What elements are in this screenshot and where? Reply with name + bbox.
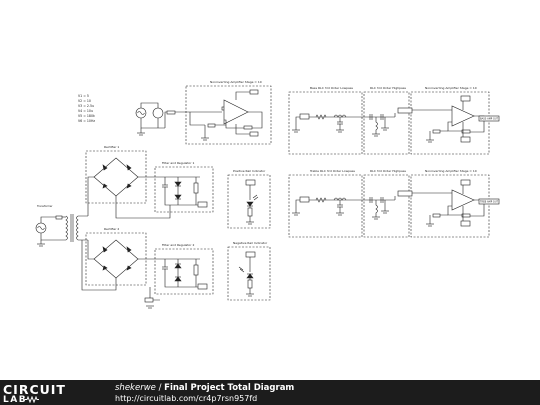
neg-rail-block <box>227 246 271 301</box>
bass-highpass-block <box>363 91 410 155</box>
project-credit: shekerwe / Final Project Total Diagram <box>115 383 294 393</box>
filter-reg-2-section: Filter and Regulator 2 <box>144 243 214 309</box>
bass-path-section: Bass RLC 3rd Order Lowpass RLC 3rd Order… <box>288 86 500 155</box>
input-amp-section: V1 = 5 V2 = 10 V3 = 2.5u V4 = 10u V5 = 1… <box>78 80 272 145</box>
input-amp-block <box>185 85 272 145</box>
input-amp-title: Noninverting Amplifier Stage = 10 <box>210 80 262 84</box>
treble-opamp-symbol <box>451 189 475 211</box>
treble-amp-out-label: TREB AMP OUT <box>480 201 499 204</box>
filter-reg-2-block <box>154 248 214 295</box>
rectifier-2-block <box>85 232 147 286</box>
source-label-4: V4 = 10u <box>78 109 93 113</box>
bridge-1-symbol <box>93 157 139 197</box>
treble-amp-title: Noninverting Amplifier Stage = 10 <box>425 169 477 173</box>
transformer-section: Transformer <box>35 204 88 247</box>
input-opamp-symbol <box>223 99 249 125</box>
author-link[interactable]: shekerwe <box>115 383 156 393</box>
filter-reg-2-title: Filter and Regulator 2 <box>162 243 194 247</box>
neg-rail-section: Negative Rail Indicator <box>227 241 271 301</box>
treble-lowpass-title: Treble RLC 3rd Order Lowpass <box>309 169 355 173</box>
bass-amp-title: Noninverting Amplifier Stage = 10 <box>425 86 477 90</box>
pos-rail-block <box>227 174 271 229</box>
source-label-6: V6 = 10Hz <box>78 119 95 123</box>
bass-opamp-symbol <box>451 105 475 127</box>
rectifier-1-block <box>85 150 147 204</box>
treble-highpass-title: RLC 3rd Order Highpass <box>370 169 406 173</box>
project-title: Final Project Total Diagram <box>164 383 295 393</box>
neg-rail-title: Negative Rail Indicator <box>233 241 268 245</box>
bass-amp-block <box>410 91 490 155</box>
rectifier-1-title: Rectifier 1 <box>104 145 119 149</box>
transformer-primary <box>65 215 68 241</box>
source-label-2: V2 = 10 <box>78 99 91 103</box>
treble-highpass-block <box>363 174 410 238</box>
logo-wordmark-bottom: LAB <box>3 395 28 405</box>
filter-reg-1-title: Filter and Regulator 1 <box>162 161 194 165</box>
source-label-3: V3 = 2.5u <box>78 104 94 108</box>
svg-text:Transformer: Transformer <box>37 204 53 208</box>
source-label-5: V5 = 180k <box>78 114 95 118</box>
source-label-1: V1 = 5 <box>78 94 89 98</box>
bass-lowpass-block <box>288 91 363 155</box>
transformer-secondary <box>76 215 79 241</box>
rectifier-2-section: Rectifier 2 <box>81 227 155 291</box>
pos-rail-title: Positive Rail Indicator <box>233 169 266 173</box>
rectifier-2-title: Rectifier 2 <box>104 227 119 231</box>
bass-highpass-title: RLC 3rd Order Highpass <box>370 86 406 90</box>
bridge-2-symbol <box>93 239 139 279</box>
filter-reg-1-block <box>154 166 214 213</box>
bass-lowpass-title: Bass RLC 3rd Order Lowpass <box>310 86 353 90</box>
treble-path-section: Treble RLC 3rd Order Lowpass RLC 3rd Ord… <box>288 169 500 238</box>
schematic-canvas: V1 = 5 V2 = 10 V3 = 2.5u V4 = 10u V5 = 1… <box>35 80 500 309</box>
logo-wordmark-top: CIRCUIT <box>3 382 66 397</box>
rectifier-1-section: Rectifier 1 <box>85 145 155 216</box>
dc-source-symbol <box>152 107 164 119</box>
logo-resistor-icon <box>25 396 39 403</box>
credit-separator: / <box>155 383 165 393</box>
pos-rail-section: Positive Rail Indicator <box>227 169 271 229</box>
treble-amp-block <box>410 174 490 238</box>
input-resistor <box>166 110 176 115</box>
project-url-link[interactable]: http://circuitlab.com/cr4p7rsn957fd <box>115 394 258 403</box>
circuitlab-logo[interactable]: CIRCUIT LAB <box>3 382 111 405</box>
treble-lowpass-block <box>288 174 363 238</box>
bass-amp-out-label: BASS AMP OUT <box>480 118 499 121</box>
filter-reg-1-section: Filter and Regulator 1 <box>115 161 214 219</box>
footer-bar: CIRCUIT LAB shekerwe / Final Project Tot… <box>0 380 540 405</box>
